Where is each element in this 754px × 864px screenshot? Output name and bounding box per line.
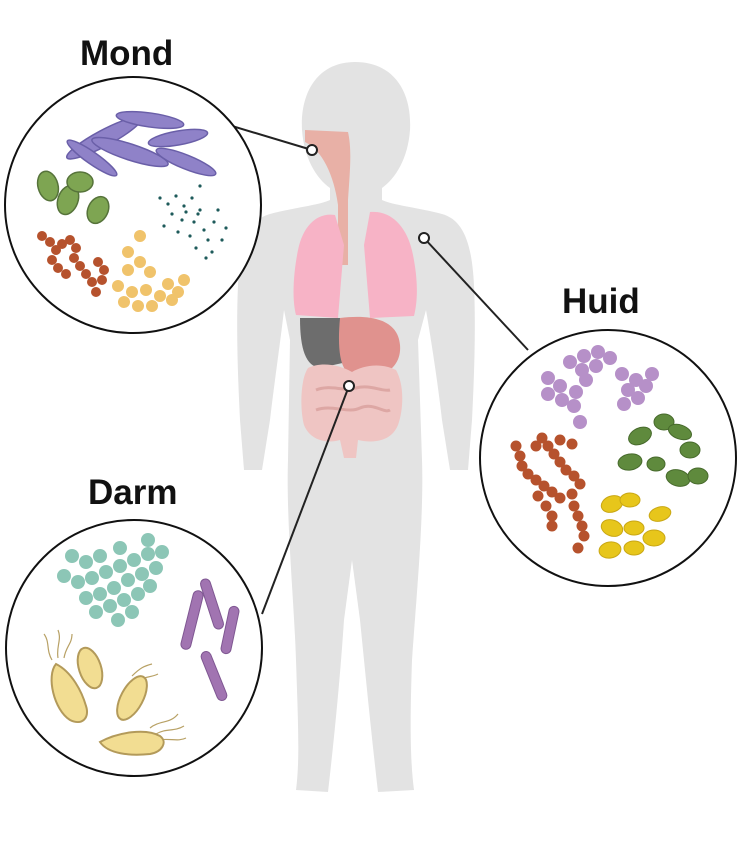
- diplococci-icon: [617, 413, 709, 487]
- mouth-point: [306, 144, 318, 156]
- intestine-folds: [315, 385, 391, 413]
- gut-connector: [261, 385, 350, 615]
- flagellated-bacilli-icon: [43, 629, 187, 756]
- skin-label: Huid: [562, 282, 640, 321]
- mouth-connector: [231, 125, 313, 151]
- right-lung: [364, 211, 417, 318]
- rod-bacteria-icon: [180, 578, 240, 701]
- gut-point: [343, 380, 355, 392]
- rod-bacteria-icon: [65, 110, 217, 177]
- yellow-cocci-icon: [598, 492, 672, 559]
- skin-connector: [423, 237, 529, 351]
- left-lung: [293, 214, 344, 318]
- diplococci-icon: [36, 170, 110, 225]
- small-cocci-icon: [158, 184, 228, 260]
- mouth-label: Mond: [80, 34, 174, 73]
- streptococci-icon: [510, 432, 590, 554]
- staphylococci-icon: [112, 230, 190, 312]
- streptococci-icon: [37, 231, 109, 297]
- skin-microbiome-circle: [479, 329, 737, 587]
- gut-label: Darm: [88, 473, 178, 512]
- staphylococci-icon: [541, 345, 659, 429]
- organs: [293, 130, 417, 458]
- cocci-cluster-icon: [57, 533, 169, 627]
- connector-lines: [231, 125, 529, 615]
- stomach: [338, 316, 401, 379]
- connector-dots: [306, 144, 430, 392]
- mouth-microbiome-circle: [4, 76, 262, 334]
- skin-point: [418, 232, 430, 244]
- gut-microbiome-circle: [5, 519, 263, 777]
